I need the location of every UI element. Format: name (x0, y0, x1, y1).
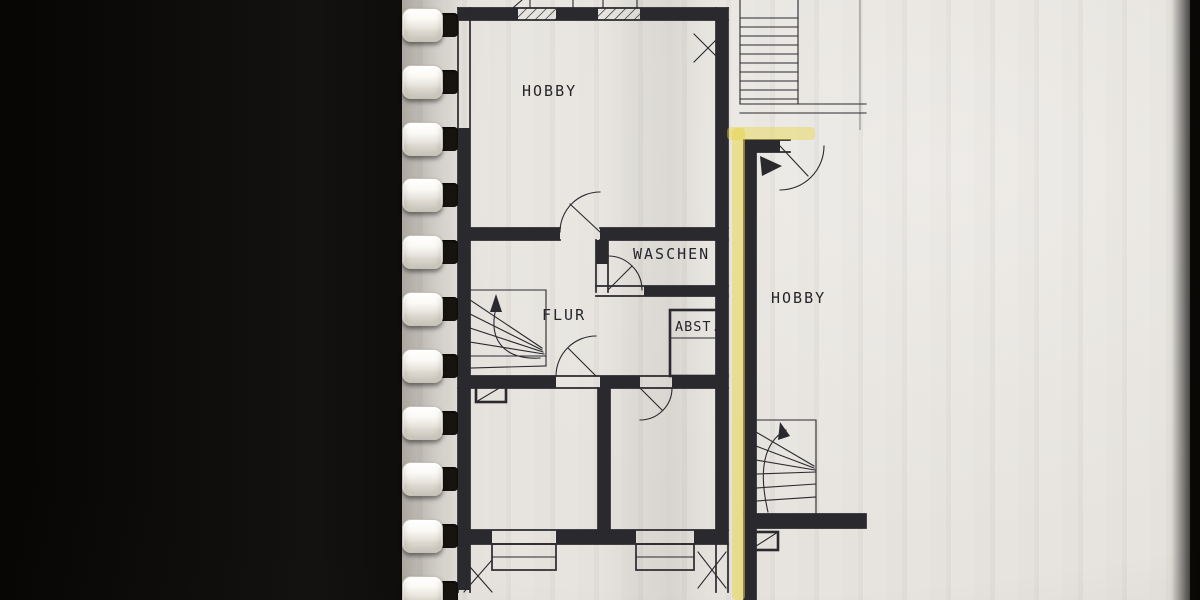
binding-ring-body (402, 405, 443, 440)
binding-ring-body (402, 8, 443, 42)
binding-ring (402, 462, 460, 497)
waschen-walls (595, 239, 729, 297)
binding-ring (402, 64, 460, 99)
binding-ring (402, 348, 460, 383)
room-label-flur: FLUR (542, 306, 586, 324)
binding-ring-body (402, 121, 443, 156)
binding-hole (438, 13, 458, 37)
binding-ring (402, 292, 460, 326)
binding-ring (402, 576, 460, 600)
stair-direction-arrow (490, 294, 502, 312)
door-swing (607, 255, 643, 291)
cross-marks (463, 33, 727, 593)
binding-ring (402, 178, 460, 213)
door-swing (639, 387, 673, 421)
highlighter-vertical (732, 128, 745, 600)
binding-ring-body (402, 235, 443, 270)
binding-ring-body (402, 519, 443, 554)
top-wall (457, 0, 729, 21)
window-symbol-left (474, 382, 508, 404)
binding-hole (438, 581, 458, 600)
binding-hole (438, 410, 458, 435)
stair-direction-arrow (778, 422, 790, 440)
wall-hobby-flur (469, 191, 729, 241)
binding-hole (438, 240, 458, 265)
highlighter-horizontal (727, 127, 815, 140)
binding-ring (402, 235, 460, 270)
binding-hole (438, 126, 458, 151)
right-unit-bottom-wall (743, 513, 867, 529)
binding-hole (438, 353, 458, 378)
room-label-hobby-left: HOBBY (522, 82, 577, 100)
right-unit-top-wall (743, 139, 825, 191)
bottom-wall (457, 529, 729, 571)
staircase-right (755, 419, 817, 515)
room-labels: HOBBY WASCHEN FLUR ABST. HOBBY (522, 82, 826, 335)
paper-page (402, 0, 1190, 600)
staircase-left (469, 289, 547, 369)
binding-hole (438, 69, 458, 94)
binding-ring (402, 121, 460, 156)
binding-ring-body (402, 178, 443, 213)
door-swing (555, 335, 597, 377)
highlighter-marks (727, 127, 815, 600)
room-label-waschen: WASCHEN (633, 245, 710, 263)
door-swing (559, 191, 601, 233)
wall-flur-lower (457, 335, 729, 421)
binding-ring (402, 519, 460, 554)
window-hatch (518, 8, 556, 20)
binding-ring (402, 405, 460, 440)
unit-right (739, 0, 867, 600)
binding-hole (438, 183, 458, 208)
binding-ring (402, 8, 460, 42)
binding-hole (438, 467, 458, 492)
room-label-abst: ABST. (675, 319, 721, 335)
binding-ring-body (402, 64, 443, 99)
window-hatch (598, 8, 640, 20)
binding-ring-body (402, 576, 443, 600)
staircase-top-right (739, 0, 867, 130)
binding-ring-body (402, 462, 443, 497)
window-symbol-right (748, 530, 780, 552)
lower-partition (597, 387, 611, 541)
room-label-hobby-right: HOBBY (771, 289, 826, 307)
right-wall (715, 7, 729, 593)
binding-hole (438, 524, 458, 549)
binding-hole (438, 297, 458, 321)
binding-ring-body (402, 348, 443, 383)
unit-left (457, 0, 729, 593)
direction-arrow (760, 156, 782, 176)
binding-ring-body (402, 292, 443, 326)
